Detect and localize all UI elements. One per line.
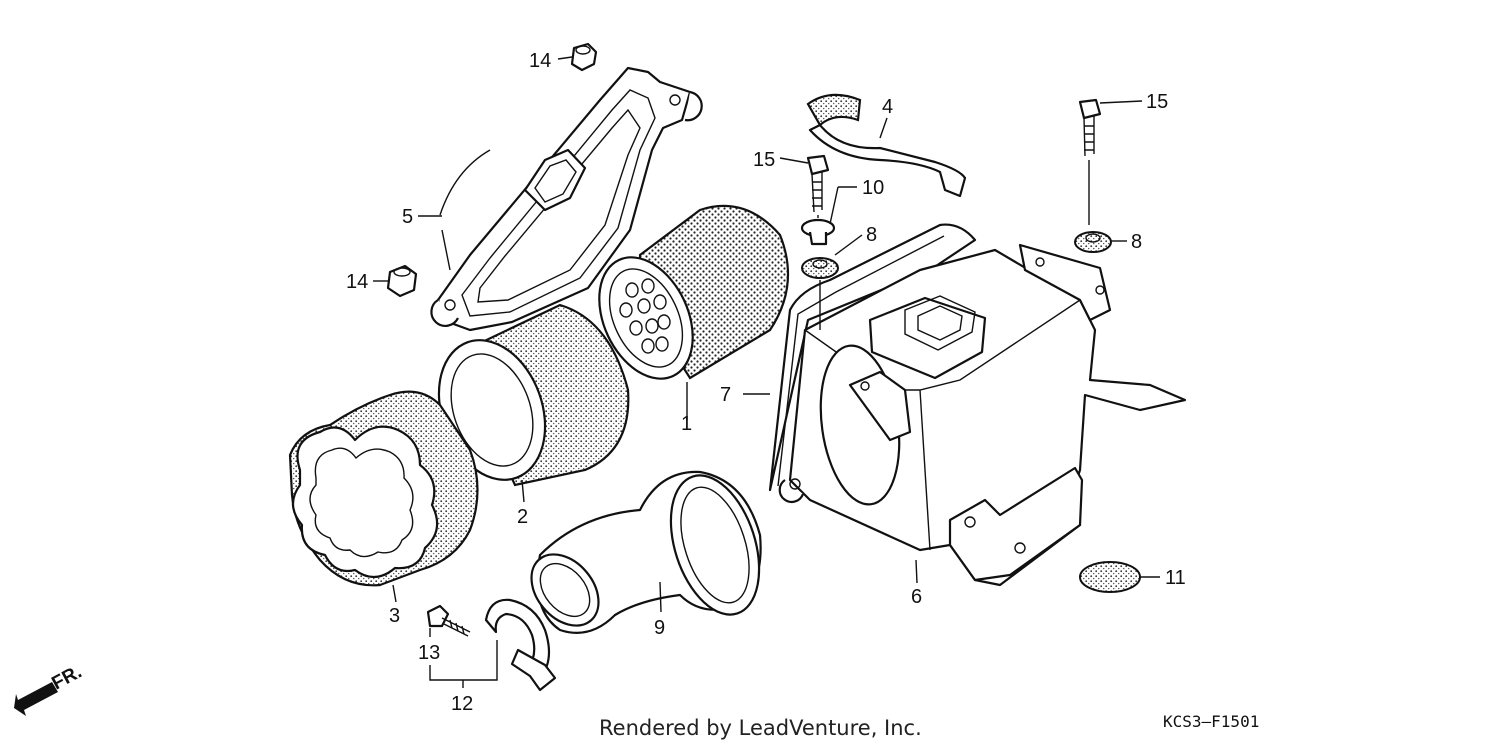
connecting-tube-part: [530, 470, 762, 634]
callout-7: 7: [720, 384, 731, 406]
callout-11: 11: [1165, 567, 1186, 589]
callout-9: 9: [654, 617, 665, 639]
collar-part: [800, 218, 836, 246]
callout-15-right: 15: [1146, 91, 1168, 113]
retaining-band-part: [806, 93, 967, 198]
callout-15-left: 15: [753, 149, 775, 171]
grommet-top-part: [570, 42, 598, 72]
air-filter-element-part: [598, 204, 790, 380]
callout-5: 5: [402, 206, 413, 228]
callout-8-right: 8: [1131, 231, 1142, 253]
grommet-left-part: [386, 264, 418, 298]
drain-cap-part: [1079, 561, 1141, 593]
tube-band-clamp-part: [484, 598, 557, 692]
callout-12: 12: [451, 693, 473, 715]
callout-6: 6: [911, 586, 922, 608]
callout-3: 3: [389, 605, 400, 627]
diagram-part-code: KCS3—F1501: [1163, 712, 1260, 731]
callout-4: 4: [882, 96, 893, 118]
bolt-left-part: [806, 154, 830, 213]
callout-1: 1: [681, 413, 692, 435]
mounting-grommet-right-part: [1074, 231, 1112, 253]
callout-14-top: 14: [529, 50, 551, 72]
clamp-screw-part: [426, 604, 471, 637]
air-cleaner-case-part: [778, 243, 1187, 587]
leader-lines: [373, 56, 1160, 688]
case-gasket-part: [768, 223, 977, 492]
callout-8-left: 8: [866, 224, 877, 246]
callout-10: 10: [862, 177, 884, 199]
front-direction-arrow-icon: FR.: [14, 662, 85, 716]
air-cleaner-cover-part: [430, 66, 703, 332]
filter-holes: [619, 278, 671, 354]
mounting-grommet-left-part: [801, 257, 839, 279]
callout-2: 2: [517, 506, 528, 528]
element-holder-part: [288, 390, 479, 587]
callout-13: 13: [418, 642, 440, 664]
bolt-right-part: [1078, 98, 1102, 157]
footer-credit: Rendered by LeadVenture, Inc.: [599, 716, 922, 740]
callout-14-left: 14: [346, 271, 368, 293]
